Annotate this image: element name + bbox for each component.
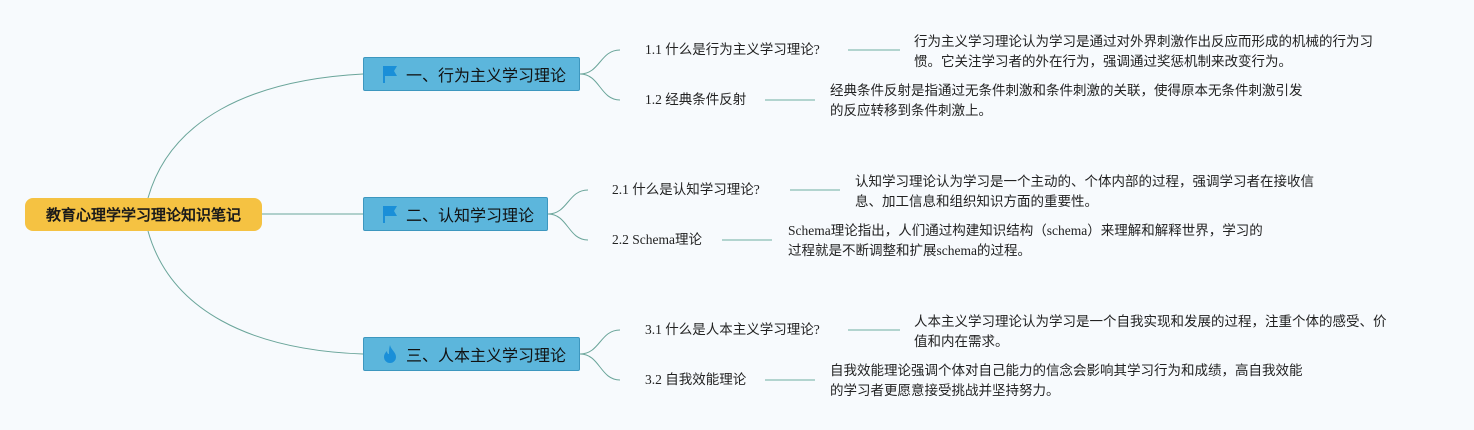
description-3-1[interactable]: 人本主义学习理论认为学习是一个自我实现和发展的过程，注重个体的感受、价值和内在需… <box>914 312 1387 352</box>
subtopic-1-1[interactable]: 1.1 什么是行为主义学习理论? <box>645 42 820 57</box>
desc-line: 惯。它关注学习者的外在行为，强调通过奖惩机制来改变行为。 <box>914 54 1292 69</box>
branch-behaviorism[interactable]: 一、行为主义学习理论 <box>363 57 580 91</box>
description-2-2[interactable]: Schema理论指出，人们通过构建知识结构（schema）来理解和解释世界，学习… <box>788 221 1263 261</box>
desc-line: 值和内在需求。 <box>914 334 1009 349</box>
subtopic-3-2[interactable]: 3.2 自我效能理论 <box>645 372 747 387</box>
desc-line: Schema理论指出，人们通过构建知识结构（schema）来理解和解释世界，学习… <box>788 223 1263 238</box>
desc-line: 经典条件反射是指通过无条件刺激和条件刺激的关联，使得原本无条件刺激引发 <box>830 83 1303 98</box>
branch-label: 一、行为主义学习理论 <box>406 66 567 85</box>
branch-cognitive[interactable]: 二、认知学习理论 <box>363 197 548 231</box>
description-2-1[interactable]: 认知学习理论认为学习是一个主动的、个体内部的过程，强调学习者在接收信息、加工信息… <box>855 172 1314 212</box>
description-3-2[interactable]: 自我效能理论强调个体对自己能力的信念会影响其学习行为和成绩，高自我效能的学习者更… <box>830 361 1303 401</box>
fire-icon <box>384 345 396 363</box>
desc-line: 认知学习理论认为学习是一个主动的、个体内部的过程，强调学习者在接收信 <box>855 174 1314 189</box>
root-topic-label: 教育心理学学习理论知识笔记 <box>45 206 241 224</box>
description-1-1[interactable]: 行为主义学习理论认为学习是通过对外界刺激作出反应而形成的机械的行为习惯。它关注学… <box>914 32 1373 72</box>
subtopic-1-2[interactable]: 1.2 经典条件反射 <box>645 92 747 107</box>
branch-humanism[interactable]: 三、人本主义学习理论 <box>363 337 580 371</box>
description-1-2[interactable]: 经典条件反射是指通过无条件刺激和条件刺激的关联，使得原本无条件刺激引发的反应转移… <box>830 81 1303 121</box>
desc-line: 自我效能理论强调个体对自己能力的信念会影响其学习行为和成绩，高自我效能 <box>830 363 1303 378</box>
desc-line: 行为主义学习理论认为学习是通过对外界刺激作出反应而形成的机械的行为习 <box>914 34 1373 49</box>
desc-line: 人本主义学习理论认为学习是一个自我实现和发展的过程，注重个体的感受、价 <box>914 314 1387 329</box>
desc-line: 的反应转移到条件刺激上。 <box>830 103 992 118</box>
subtopic-2-1[interactable]: 2.1 什么是认知学习理论? <box>612 182 760 197</box>
subtopic-3-1[interactable]: 3.1 什么是人本主义学习理论? <box>645 322 820 337</box>
branch-label: 三、人本主义学习理论 <box>406 346 567 365</box>
desc-line: 的学习者更愿意接受挑战并坚持努力。 <box>830 383 1060 398</box>
subtopic-2-2[interactable]: 2.2 Schema理论 <box>612 232 702 247</box>
desc-line: 过程就是不断调整和扩展schema的过程。 <box>788 243 1031 258</box>
flag-icon <box>383 66 397 83</box>
desc-line: 息、加工信息和组织知识方面的重要性。 <box>855 194 1098 209</box>
branch-label: 二、认知学习理论 <box>406 206 535 225</box>
root-topic[interactable]: 教育心理学学习理论知识笔记 <box>25 198 262 231</box>
flag-icon <box>383 206 397 223</box>
